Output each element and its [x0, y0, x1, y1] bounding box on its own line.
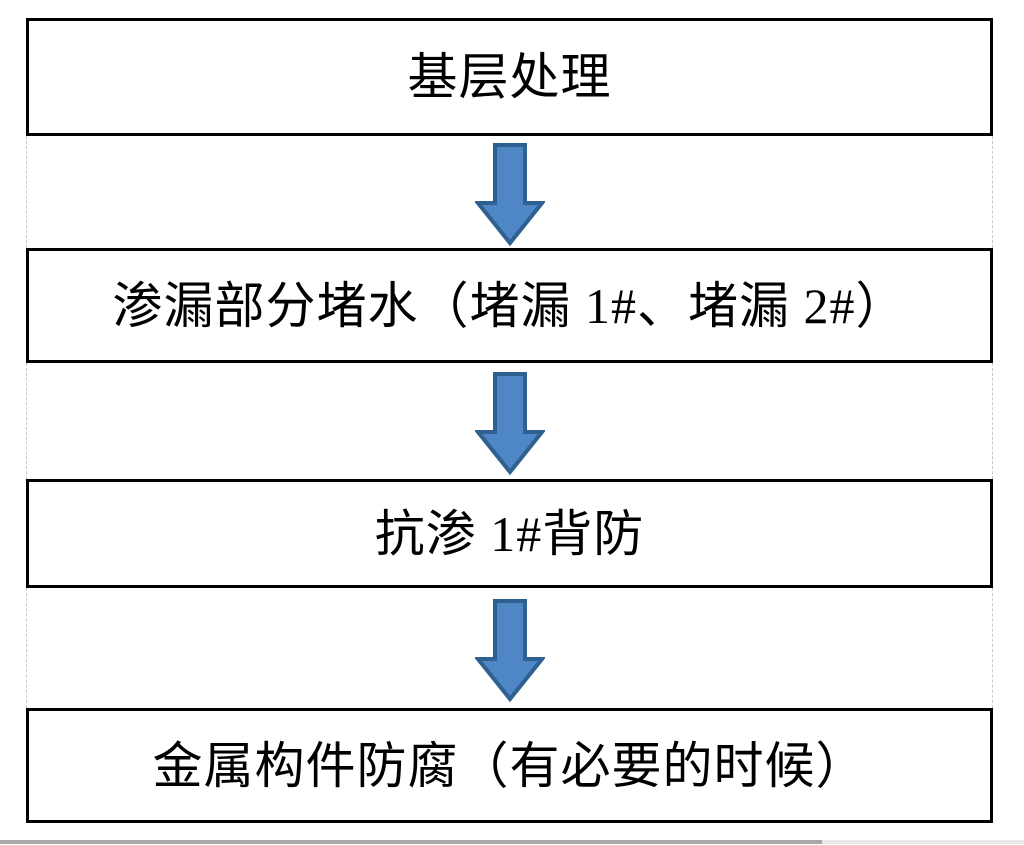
down-arrow-shape [474, 372, 545, 476]
flow-step-base-treatment: 基层处理 [26, 18, 993, 136]
flowchart-stack: 基层处理 渗漏部分堵水（堵漏 1#、堵漏 2#） 抗渗 1#背防 金属构件防腐（… [26, 0, 993, 823]
top-margin [26, 0, 993, 18]
horizontal-scrollbar[interactable] [0, 840, 1024, 844]
flow-step-label: 基层处理 [407, 49, 612, 105]
down-arrow-icon [474, 143, 545, 247]
connector-1 [26, 136, 993, 248]
flow-step-metal-anticorrosion: 金属构件防腐（有必要的时候） [26, 708, 993, 823]
flow-step-antiseepage-coating: 抗渗 1#背防 [26, 479, 993, 588]
flow-step-label: 渗漏部分堵水（堵漏 1#、堵漏 2#） [112, 277, 907, 334]
connector-2 [26, 363, 993, 479]
down-arrow-icon [474, 599, 545, 703]
down-arrow-shape [474, 599, 545, 703]
down-arrow-shape [474, 143, 545, 247]
flow-step-label: 抗渗 1#背防 [374, 505, 645, 562]
flow-step-label: 金属构件防腐（有必要的时候） [152, 737, 867, 794]
scrollbar-thumb[interactable] [0, 840, 822, 844]
down-arrow-icon [474, 372, 545, 476]
connector-3 [26, 588, 993, 708]
flow-step-leak-plugging: 渗漏部分堵水（堵漏 1#、堵漏 2#） [26, 248, 993, 363]
